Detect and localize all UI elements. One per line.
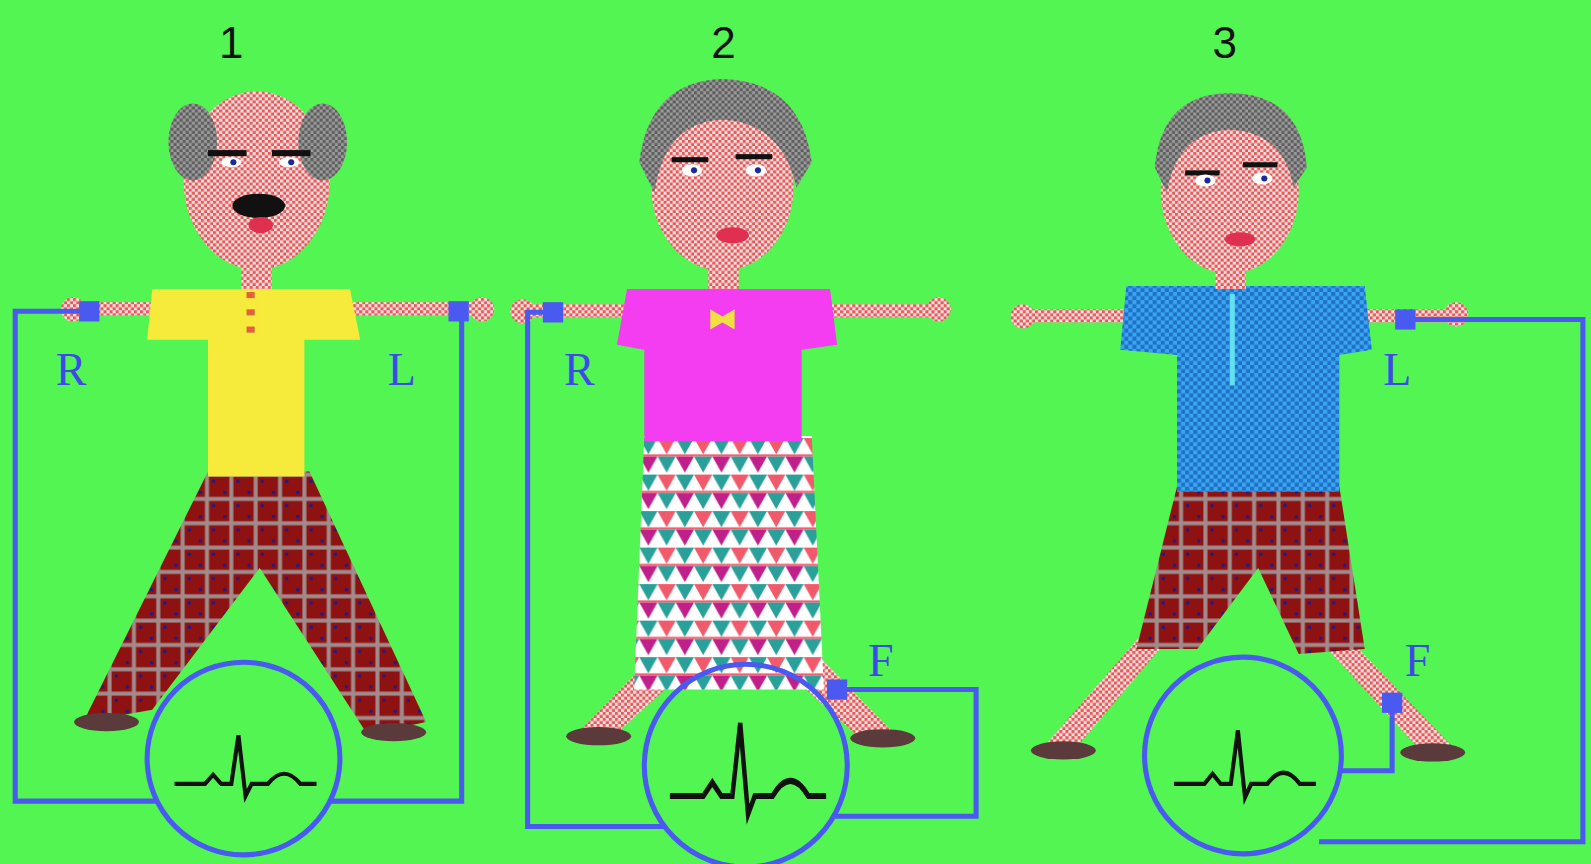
figure-man (61, 91, 494, 741)
illustration-part (1204, 177, 1210, 183)
illustration-part (1145, 657, 1342, 854)
illustration-part (1011, 304, 1035, 328)
illustration-part (1261, 175, 1267, 181)
illustration-part (1225, 232, 1255, 246)
illustration-part (247, 327, 255, 333)
illustration-part (298, 103, 347, 180)
figure-number: 3 (1212, 21, 1236, 65)
lead-wires (15, 311, 1583, 841)
illustration-part (470, 297, 494, 321)
illustration-part (827, 679, 847, 699)
illustration-part (83, 472, 426, 735)
illustration-part (1185, 170, 1219, 175)
illustration-part (736, 154, 773, 159)
illustration-part (716, 227, 748, 243)
illustration-part (361, 723, 426, 741)
illustration-part (1400, 743, 1465, 761)
illustration-part (330, 311, 462, 801)
illustration-part (634, 436, 824, 690)
illustration-part (710, 309, 734, 329)
illustration-part (926, 297, 950, 321)
electrode-label: L (1383, 347, 1411, 393)
illustration-part (208, 150, 247, 156)
illustration-part (1395, 309, 1415, 329)
illustration-part (755, 167, 761, 173)
illustration-part (247, 292, 255, 298)
illustration-part (232, 194, 285, 218)
illustration-part (448, 301, 468, 321)
illustration-part (644, 664, 847, 864)
electrode-label: F (868, 638, 894, 684)
illustration-part (691, 167, 697, 173)
figure-woman (510, 79, 950, 747)
illustration-part (279, 157, 299, 167)
figure-woman-trousers (1011, 93, 1469, 761)
illustration-part (15, 311, 157, 801)
illustration-part (272, 150, 311, 156)
illustration-part (74, 713, 139, 731)
illustration-part (288, 159, 294, 165)
illustration-part (1319, 319, 1583, 841)
figure-number: 2 (711, 21, 735, 65)
illustration-part (1444, 302, 1468, 326)
illustration-part (1155, 93, 1307, 192)
electrodes (79, 301, 1415, 713)
figure-number: 1 (219, 21, 243, 65)
illustration-part (617, 289, 837, 441)
illustration-part (249, 217, 273, 233)
illustration-part (670, 723, 826, 814)
electrode-label: F (1405, 638, 1431, 684)
illustration-part (1174, 730, 1316, 797)
illustration-part (147, 289, 360, 477)
illustration-part (1382, 693, 1402, 713)
illustration-part (746, 164, 766, 176)
illustration-part (247, 309, 255, 315)
ecg-monitor (147, 662, 340, 855)
illustration-part (1120, 286, 1372, 492)
illustration-part (639, 79, 811, 193)
illustration-part (672, 157, 709, 162)
illustration-part (1136, 487, 1364, 654)
illustration-part (79, 301, 99, 321)
illustration-part (1243, 162, 1277, 167)
electrode-label: R (564, 347, 595, 393)
illustration-part (832, 690, 976, 817)
illustration-part (1252, 172, 1272, 184)
illustration-part (1031, 741, 1096, 759)
illustration-part (168, 103, 217, 180)
electrode-label: L (388, 347, 416, 393)
illustration-part (1195, 174, 1215, 186)
illustration-part (682, 164, 702, 176)
ecg-monitor (1145, 657, 1342, 854)
illustration-part (1339, 703, 1392, 771)
illustration-part (175, 735, 317, 796)
illustration-part (1230, 294, 1235, 385)
illustration-part (543, 302, 563, 322)
illustration-part (247, 289, 257, 340)
illustration-part (566, 727, 631, 745)
ecg-monitor (644, 664, 847, 864)
illustration-part (850, 729, 915, 747)
electrode-label: R (56, 347, 87, 393)
illustration-part (147, 662, 340, 855)
illustration-part (221, 157, 241, 167)
illustration-part (230, 159, 236, 165)
